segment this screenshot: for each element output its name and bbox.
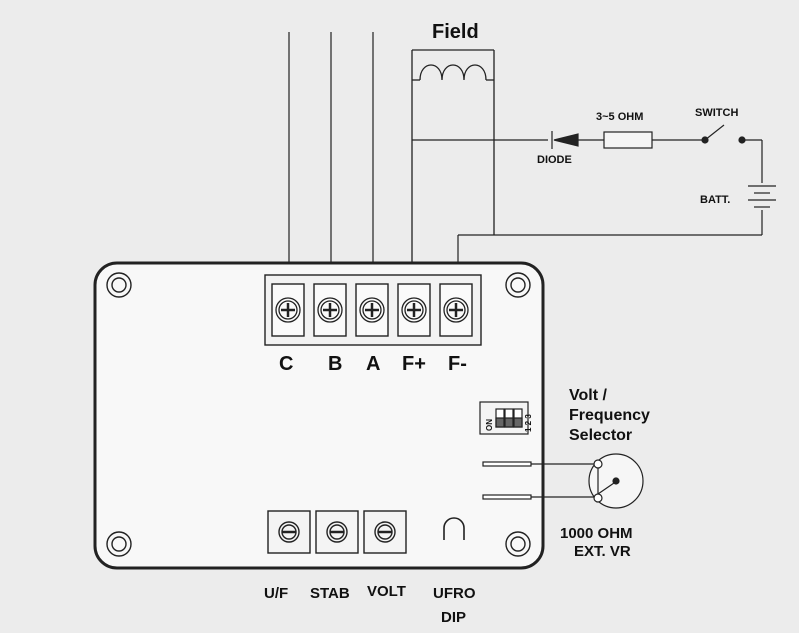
battery-label: BATT. [700, 194, 730, 206]
terminal-label-fminus: F- [448, 353, 467, 375]
pot-label-uf: U/F [264, 585, 288, 602]
terminal-block [264, 274, 482, 346]
selector-label-line1: Volt / [569, 387, 607, 404]
ext-vr-label-line1: 1000 OHM [560, 525, 633, 542]
avr-board: C B A F+ F- ON 1 2 3 [93, 261, 545, 570]
terminal-label-b: B [328, 353, 342, 375]
pot-blocks [267, 510, 407, 554]
selector-label-line3: Selector [569, 427, 632, 444]
pot-label-volt: VOLT [367, 583, 406, 600]
dip-switch [479, 401, 529, 435]
resistor-label: 3~5 OHM [596, 111, 643, 123]
flash-circuit [412, 124, 776, 275]
phase-wires [288, 32, 374, 275]
ufro-label-line2: DIP [441, 609, 466, 626]
pot-label-stab: STAB [310, 585, 350, 602]
field-label: Field [432, 21, 479, 43]
switch-label: SWITCH [695, 107, 738, 119]
mounting-holes [106, 272, 531, 557]
ufro-led [443, 517, 465, 540]
ufro-label-line1: UFRO [433, 585, 476, 602]
dip-numbers-label: 1 2 3 [524, 414, 533, 432]
selector-label-line2: Frequency [569, 407, 650, 424]
ext-vr-pot [531, 453, 644, 509]
field-coil [411, 49, 495, 275]
ext-vr-label-line2: EXT. VR [574, 543, 631, 560]
terminal-label-a: A [366, 353, 380, 375]
terminal-label-c: C [279, 353, 293, 375]
dip-on-label: ON [485, 419, 494, 431]
diode-label: DIODE [537, 154, 572, 166]
terminal-label-fplus: F+ [402, 353, 426, 375]
